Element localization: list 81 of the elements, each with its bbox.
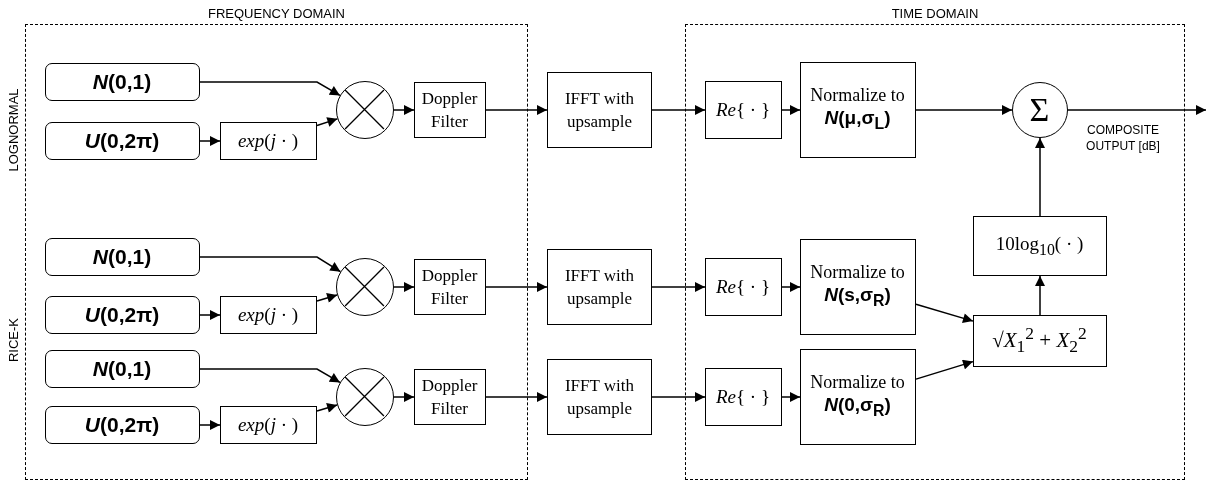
rounded-box: [44, 121, 200, 160]
function-box: [219, 295, 317, 334]
process-box: [413, 368, 486, 425]
process-box: [799, 348, 916, 445]
process-box: [547, 72, 652, 148]
formula: exp(j · ): [237, 129, 299, 152]
arrow: [199, 136, 221, 146]
distribution-label: U(0,2π): [84, 412, 160, 437]
region-title: FREQUENCY DOMAIN: [208, 6, 345, 21]
block-label: Doppler Filter: [420, 374, 479, 420]
formula: exp(j · ): [237, 413, 299, 436]
function-box: [704, 367, 782, 426]
process-box: [413, 258, 486, 315]
process-box: [547, 249, 652, 325]
arrow: [393, 282, 415, 292]
arrow: [651, 282, 706, 292]
function-box: [704, 80, 782, 139]
arrow: [915, 303, 974, 324]
formula: exp(j · ): [237, 303, 299, 326]
arrow: [316, 293, 338, 303]
arrow: [199, 420, 221, 430]
function-box: [704, 257, 782, 316]
process-box: [413, 81, 486, 138]
sigma-symbol: Σ: [1029, 91, 1050, 128]
distribution-label: U(0,2π): [84, 128, 160, 153]
region-title: TIME DOMAIN: [891, 6, 979, 21]
block-label: IFFT with upsample: [563, 88, 636, 133]
function-box: [219, 405, 317, 444]
function-box: [972, 314, 1107, 367]
arrow: [651, 392, 706, 402]
rounded-box: [44, 349, 200, 388]
block-label: Doppler Filter: [420, 264, 479, 310]
process-box: [547, 359, 652, 435]
arrow: [781, 392, 801, 402]
arrow: [199, 81, 341, 97]
function-box: [219, 121, 317, 160]
rounded-box: [44, 295, 200, 334]
block-label: Normalize to: [809, 83, 906, 106]
block-label: Doppler Filter: [420, 87, 479, 133]
arrow: [915, 105, 1013, 115]
block-label: Normalize to: [809, 370, 906, 393]
distribution-label: N(0,σ$_{R}$): [824, 392, 891, 421]
block-label: Normalize to: [809, 260, 906, 283]
row-label: RICE-K: [5, 317, 21, 363]
distribution-label: N(μ,σ$_{L}$): [824, 105, 891, 134]
formula: Re{ · }: [715, 385, 771, 408]
arrow: [781, 282, 801, 292]
arrow: [485, 392, 548, 402]
formula: 10log$_{10}$( · ): [995, 232, 1084, 259]
arrow: [199, 256, 342, 273]
arrow: [1035, 137, 1045, 217]
arrow: [915, 359, 974, 380]
row-label: LOGNORMAL: [5, 88, 21, 172]
arrow: [1067, 105, 1207, 115]
distribution-label: N(s,σ$_{R}$): [824, 282, 891, 311]
distribution-label: N(0,1): [92, 69, 152, 94]
arrow: [651, 105, 706, 115]
arrow: [1035, 275, 1045, 316]
formula: Re{ · }: [715, 275, 771, 298]
arrow: [316, 403, 338, 413]
distribution-label: N(0,1): [92, 356, 152, 381]
arrow: [781, 105, 801, 115]
arrow: [485, 105, 548, 115]
distribution-label: U(0,2π): [84, 302, 160, 327]
arrow: [199, 368, 341, 384]
arrow: [393, 392, 415, 402]
arrow: [485, 282, 548, 292]
process-box: [799, 238, 916, 335]
rounded-box: [44, 62, 200, 101]
arrow: [393, 105, 415, 115]
output-label: COMPOSITE OUTPUT [dB]: [1085, 122, 1161, 154]
block-label: IFFT with upsample: [563, 375, 636, 420]
rounded-box: [44, 237, 200, 276]
arrow: [316, 117, 339, 127]
arrow: [199, 310, 221, 320]
function-box: [972, 215, 1107, 276]
formula: Re{ · }: [715, 98, 771, 121]
distribution-label: N(0,1): [92, 244, 152, 269]
block-label: IFFT with upsample: [563, 265, 636, 310]
rounded-box: [44, 405, 200, 444]
process-box: [799, 61, 916, 158]
